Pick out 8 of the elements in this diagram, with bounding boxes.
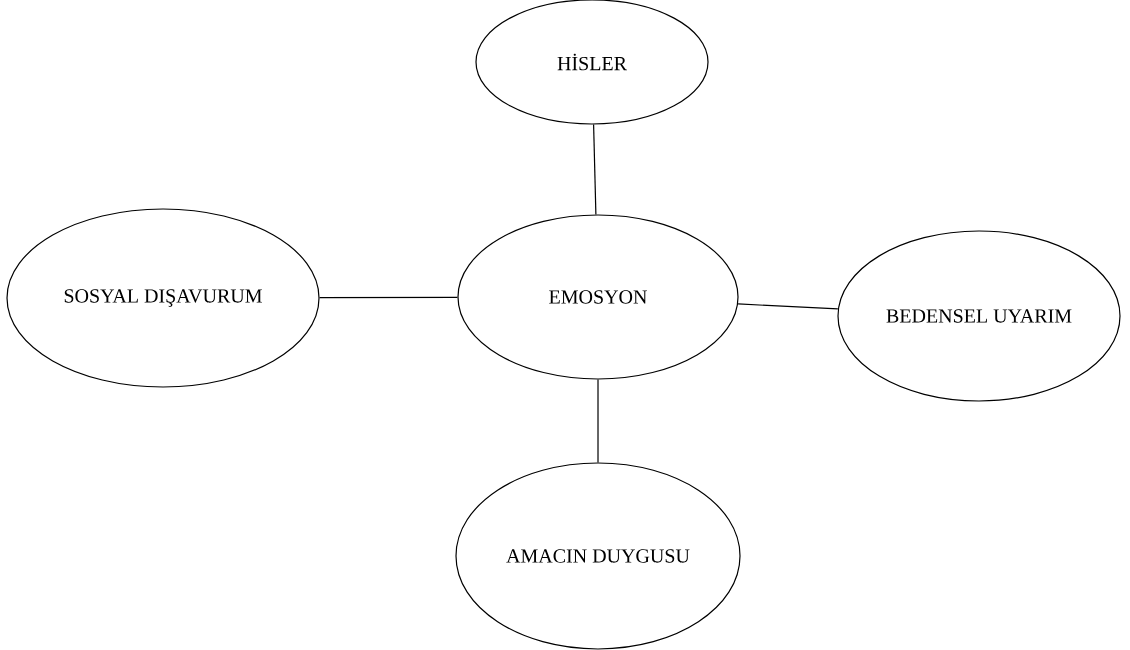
connector-line bbox=[737, 303, 839, 310]
connector-line bbox=[593, 124, 597, 215]
ellipse-node: AMACIN DUYGUSU bbox=[455, 462, 741, 650]
ellipse-node: BEDENSEL UYARIM bbox=[837, 230, 1121, 402]
ellipse-node: EMOSYON bbox=[457, 214, 739, 380]
ellipse-node: SOSYAL DIŞAVURUM bbox=[6, 208, 320, 388]
connector-line bbox=[597, 379, 599, 463]
connector-line bbox=[319, 296, 458, 299]
